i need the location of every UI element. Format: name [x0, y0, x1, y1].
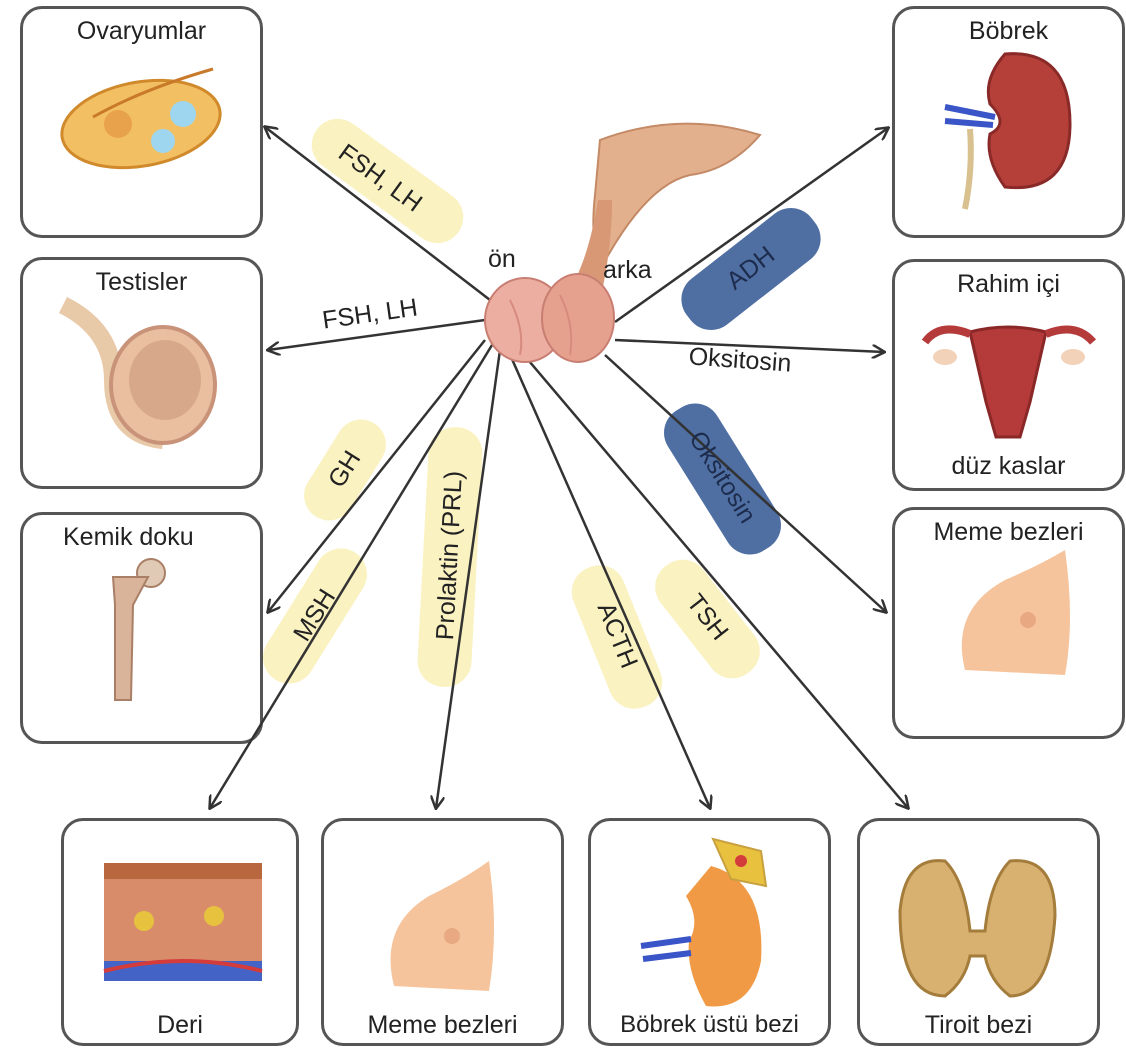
pituitary-icon — [485, 124, 760, 362]
arrow-to-ovaries — [265, 127, 490, 300]
anterior-lobe-label: ön — [488, 245, 516, 274]
arrow-to-breast-right — [605, 355, 886, 612]
arrow-to-adrenal — [508, 350, 710, 808]
posterior-lobe-label: arka — [603, 256, 652, 285]
